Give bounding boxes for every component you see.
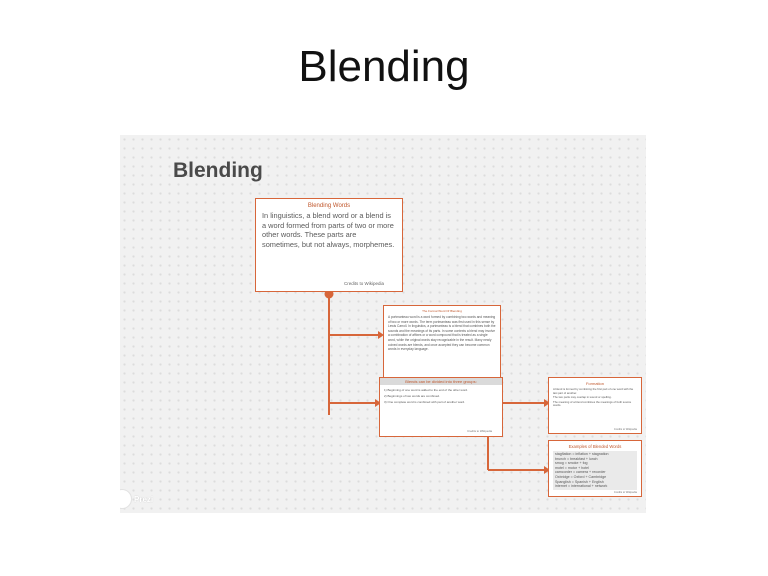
list-item: A blend is formed by combining the first… (553, 387, 634, 395)
list-item: The two parts may overlap in sound or sp… (553, 395, 612, 400)
card-title: Formation (585, 381, 604, 386)
prezi-circle-icon (120, 489, 132, 509)
list-item: internet = international + network (555, 484, 608, 489)
prezi-logo: Prezi (120, 487, 160, 511)
prezi-wordmark: Prezi (134, 494, 154, 504)
arrow-original-icon (378, 331, 384, 339)
prezi-heading: Blending (173, 159, 263, 182)
list-item: 1) Beginning of one word is added to the… (384, 388, 468, 392)
arrow-formation-icon (544, 399, 550, 407)
card-credit: Credits to Wikipedia (613, 491, 637, 494)
list-item: motel = motor + hotel (555, 465, 589, 470)
list-item: 2) Beginnings of two words are combined. (384, 394, 440, 398)
card-credit: Credits to Wikipedia (613, 428, 637, 431)
card-credit: Credits to Wikipedia (343, 280, 384, 286)
list-item: 3) One complete word is combined with pa… (384, 400, 466, 404)
list-item: camcorder = camera + recorder (555, 470, 606, 475)
card-title: Blending Words (307, 203, 351, 209)
card-title: Blends can be divided into three groups: (380, 378, 502, 385)
card-credit: Credits to Wikipedia (467, 428, 492, 433)
list-item: smog = smoke + fog (555, 461, 588, 466)
list-item: stagflation = inflation + stagnation (555, 452, 609, 456)
card-title: Examples of Blended Words (568, 444, 622, 449)
card-three-groups: Blends can be divided into three groups:… (379, 377, 503, 437)
list-item: Oxbridge = Oxford + Cambridge (555, 474, 607, 479)
examples-list: stagflation = inflation + stagnation bru… (553, 451, 637, 490)
prezi-screenshot: Blending Blending Words In linguistics, … (120, 135, 646, 513)
list-item: The meaning of a blend combines the mean… (553, 399, 632, 408)
card-formation: Formation A blend is formed by combining… (548, 377, 642, 434)
arrow-groups-icon (375, 399, 381, 407)
slide-title: Blending (298, 42, 470, 91)
list-item: Spanglish = Spanish + English (555, 479, 604, 484)
card-body: In linguistics, a blend word or a blend … (262, 211, 395, 249)
card-examples: Examples of Blended Words stagflation = … (548, 440, 642, 497)
card-body: A portmanteau word is a word formed by c… (388, 315, 496, 352)
arrow-examples-icon (544, 466, 550, 474)
list-item: brunch = breakfast + lunch (555, 456, 598, 461)
card-title: The Formal Word Of Blending (422, 309, 462, 313)
card-blending-words: Blending Words In linguistics, a blend w… (255, 198, 403, 292)
